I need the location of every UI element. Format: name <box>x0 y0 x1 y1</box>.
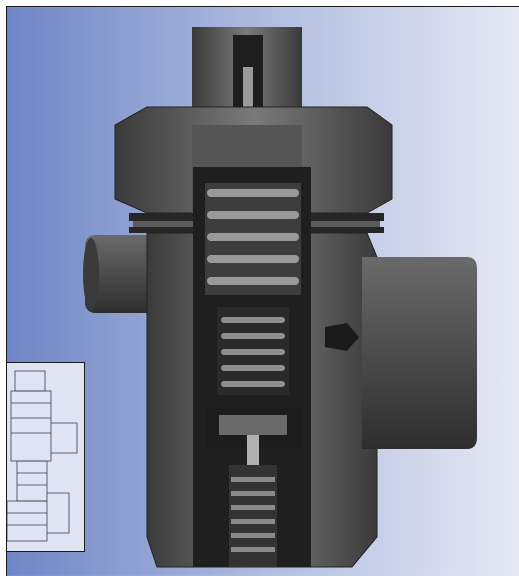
bottom-insert <box>229 465 277 567</box>
valve-cutaway <box>83 27 477 568</box>
lower-spring <box>217 307 289 395</box>
top-stem <box>192 27 302 137</box>
right-port <box>325 257 477 449</box>
image-frame <box>6 6 519 576</box>
upper-spring <box>205 183 301 295</box>
left-port <box>83 235 165 313</box>
technical-drawing-inset <box>7 362 85 552</box>
valve-seat <box>205 407 301 465</box>
drawing-lines <box>7 370 78 542</box>
